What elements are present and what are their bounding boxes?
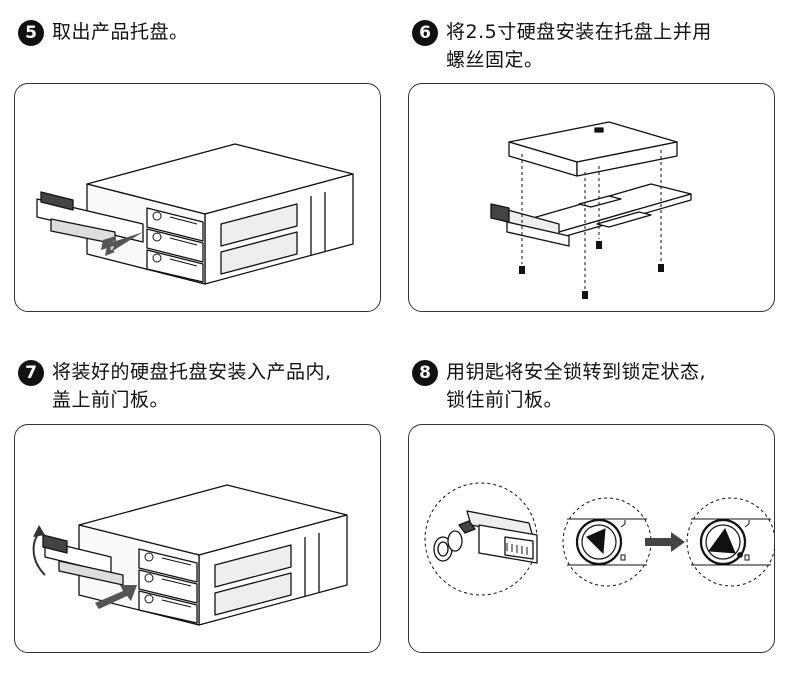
install-drive-illustration <box>490 121 692 299</box>
step-caption-line: 将2.5寸硬盘安装在托盘上并用 <box>446 21 712 43</box>
step-caption-line: 锁住前门板。 <box>446 389 564 411</box>
arrow-right-icon <box>645 532 685 552</box>
lock-illustration <box>424 482 774 596</box>
step-number-badge: 7 <box>18 360 44 386</box>
step-caption: 将装好的硬盘托盘安装入产品内, 盖上前门板。 <box>52 358 332 414</box>
step-8-header: 8 用钥匙将安全锁转到锁定状态, 锁住前门板。 <box>412 360 706 414</box>
step-caption-line: 将装好的硬盘托盘安装入产品内, <box>52 361 332 383</box>
step-caption-line: 盖上前门板。 <box>52 389 170 411</box>
step-8-illustration-panel <box>408 424 775 653</box>
remove-tray-illustration <box>36 143 354 285</box>
step-6-illustration-panel <box>408 83 775 312</box>
step-caption: 将2.5寸硬盘安装在托盘上并用 螺丝固定。 <box>446 18 712 74</box>
lock-closed-icon <box>686 497 774 587</box>
insert-tray-illustration <box>32 484 348 626</box>
step-caption: 用钥匙将安全锁转到锁定状态, 锁住前门板。 <box>446 358 706 414</box>
step-caption: 取出产品托盘。 <box>52 18 189 46</box>
arrow-up-icon <box>33 525 45 537</box>
step-7-illustration-panel <box>14 424 381 653</box>
arrow-out-icon <box>101 232 143 252</box>
lock-open-icon <box>562 497 652 587</box>
step-6-header: 6 将2.5寸硬盘安装在托盘上并用 螺丝固定。 <box>412 20 712 74</box>
step-5-header: 5 取出产品托盘。 <box>18 20 189 46</box>
step-number-badge: 6 <box>412 20 438 46</box>
step-number-badge: 8 <box>412 360 438 386</box>
step-caption-line: 螺丝固定。 <box>446 49 544 71</box>
step-caption-line: 用钥匙将安全锁转到锁定状态, <box>446 361 707 383</box>
step-5-illustration-panel <box>14 83 381 312</box>
step-number-badge: 5 <box>18 20 44 46</box>
step-caption-line: 取出产品托盘。 <box>52 21 189 43</box>
arrow-in-icon <box>95 585 137 609</box>
screw-icon <box>519 241 664 299</box>
step-7-header: 7 将装好的硬盘托盘安装入产品内, 盖上前门板。 <box>18 360 332 414</box>
